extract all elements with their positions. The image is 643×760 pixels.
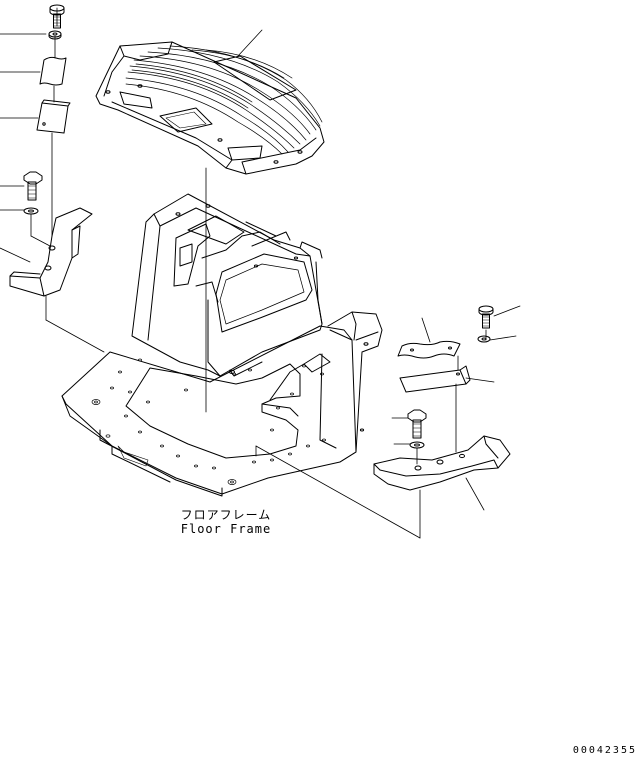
floor-mat: [95, 41, 325, 175]
right-pillar: [269, 311, 383, 463]
floor-frame-label-en: Floor Frame: [180, 522, 272, 536]
floor-frame-label-jp: フロアフレーム: [180, 508, 272, 522]
left-bracket: [9, 207, 93, 297]
left-cover-plate: [36, 99, 71, 134]
right-bracket: [373, 435, 511, 491]
console-tower: [131, 193, 323, 377]
right-shim-plate: [397, 340, 461, 359]
right-washer-mid: [409, 441, 425, 449]
left-leader-lines: [0, 7, 105, 353]
right-bolt-mid: [407, 409, 427, 439]
right-washer-top: [477, 335, 491, 343]
left-washer-mid: [23, 207, 39, 215]
floor-frame: [61, 325, 357, 497]
left-shim-plate: [39, 56, 67, 86]
right-cover-plate: [399, 365, 471, 393]
mat-leader: [237, 29, 263, 57]
left-bolt-mid: [23, 171, 43, 201]
right-bolt-top: [478, 305, 494, 329]
right-leader-lines: [255, 305, 521, 539]
drawing-number: 00042355: [572, 745, 637, 756]
